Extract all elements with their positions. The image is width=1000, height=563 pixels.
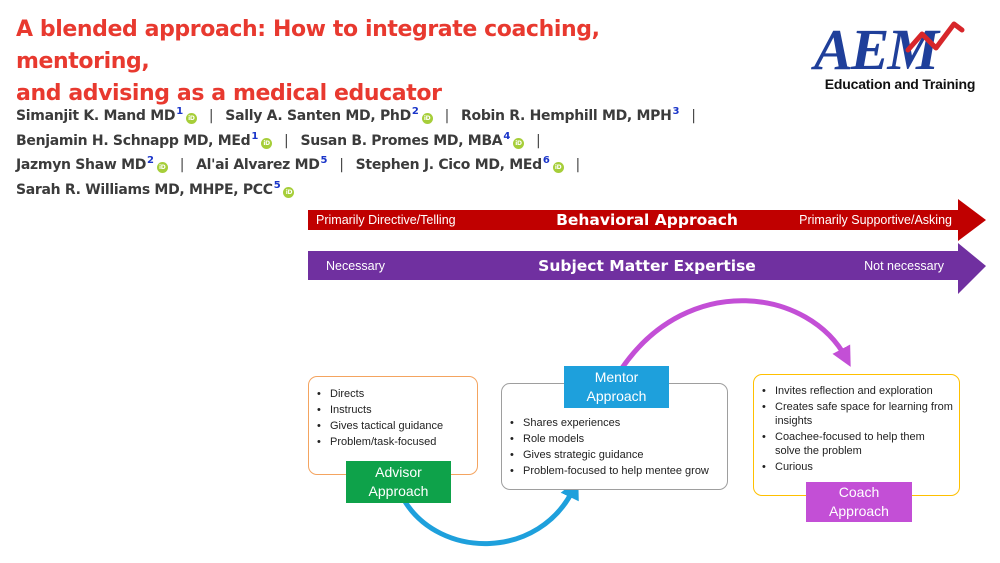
author-name: Simanjit K. Mand MD1iD: [16, 106, 197, 124]
author-line: Simanjit K. Mand MD1iD|Sally A. Santen M…: [16, 100, 776, 125]
author-name: Robin R. Hemphill MD, MPH3: [461, 106, 680, 124]
affiliation-number: 4: [503, 130, 511, 142]
orcid-icon[interactable]: iD: [261, 137, 273, 149]
author-name: Sally A. Santen MD, PhD2iD: [225, 106, 433, 124]
aem-logo-swoosh: [905, 21, 965, 53]
list-item: Instructs: [317, 403, 477, 417]
advisor-label-line-1: Advisor: [375, 464, 422, 480]
affiliation-number: 6: [542, 155, 550, 166]
affiliation-number: 1: [251, 130, 259, 142]
aem-logo-mark-icon: AEM: [811, 17, 965, 76]
orcid-icon[interactable]: iD: [552, 162, 564, 173]
author-name-text: Susan B. Promes MD, MBA: [300, 132, 503, 149]
author-separator: |: [284, 132, 289, 149]
aem-logo: AEM Education and Training: [810, 16, 982, 96]
expertise-arrow-shape: [308, 243, 986, 294]
author-separator: |: [208, 108, 214, 124]
title-line-2: and advising as a medical educator: [16, 81, 442, 106]
advisor-label-line-2: Approach: [368, 483, 429, 499]
mentor-to-coach-arrow: [619, 298, 851, 370]
list-item: Directs: [317, 387, 477, 401]
mentor-label-line-2: Approach: [586, 388, 647, 404]
author-line: Jazmyn Shaw MD2iD|Al'ai Alvarez MD5|Step…: [16, 149, 776, 174]
author-name: Sarah R. Williams MD, MHPE, PCC5iD: [16, 179, 295, 198]
author-name-text: Simanjit K. Mand MD: [16, 108, 176, 124]
expertise-title: Subject Matter Expertise: [538, 257, 756, 275]
affiliation-number: 5: [273, 179, 281, 191]
author-name: Benjamin H. Schnapp MD, MEd1iD: [16, 130, 273, 149]
coach-card: Invites reflection and explorationCreate…: [753, 374, 960, 496]
author-name: Stephen J. Cico MD, MEd6iD: [355, 155, 564, 173]
author-name-text: Benjamin H. Schnapp MD, MEd: [16, 132, 251, 149]
list-item: Problem-focused to help mentee grow: [510, 464, 727, 478]
author-line: Benjamin H. Schnapp MD, MEd1iD|Susan B. …: [16, 125, 776, 150]
affiliation-number: 3: [672, 106, 680, 117]
mentor-list: Shares experiencesRole modelsGives strat…: [510, 416, 727, 478]
logo-subtitle: Education and Training: [824, 76, 976, 92]
behavioral-arrow-shape: [308, 199, 986, 241]
advisor-list: DirectsInstructsGives tactical guidanceP…: [317, 387, 477, 449]
orcid-icon[interactable]: iD: [513, 137, 525, 149]
author-name-text: Sally A. Santen MD, PhD: [225, 108, 411, 124]
expertise-right-label: Not necessary: [864, 259, 944, 273]
mentor-approach-label: Mentor Approach: [564, 366, 669, 408]
author-name-text: Robin R. Hemphill MD, MPH: [461, 108, 672, 124]
advisor-approach-label: Advisor Approach: [346, 461, 451, 503]
mentor-label-line-1: Mentor: [594, 369, 639, 385]
advisor-card: DirectsInstructsGives tactical guidanceP…: [308, 376, 478, 475]
orcid-icon[interactable]: iD: [156, 162, 168, 173]
author-list: Simanjit K. Mand MD1iD|Sally A. Santen M…: [16, 100, 776, 198]
behavioral-approach-arrow: Primarily Directive/Telling Behavioral A…: [308, 199, 986, 241]
coach-approach-label: Coach Approach: [806, 482, 912, 522]
list-item: Gives strategic guidance: [510, 448, 727, 462]
list-item: Curious: [762, 460, 953, 474]
author-separator: |: [444, 108, 450, 124]
behavioral-right-label: Primarily Supportive/Asking: [799, 213, 952, 227]
author-separator: |: [536, 132, 541, 149]
list-item: Problem/task-focused: [317, 435, 477, 449]
orcid-icon[interactable]: iD: [283, 186, 295, 198]
coach-label-line-1: Coach: [838, 484, 880, 500]
coach-label-line-2: Approach: [829, 503, 889, 519]
author-name-text: Sarah R. Williams MD, MHPE, PCC: [16, 181, 273, 198]
author-name: Susan B. Promes MD, MBA4iD: [300, 130, 525, 149]
orcid-icon[interactable]: iD: [185, 113, 197, 124]
affiliation-number: 2: [411, 106, 419, 117]
list-item: Shares experiences: [510, 416, 727, 430]
expertise-arrow: Necessary Subject Matter Expertise Not n…: [308, 243, 986, 294]
author-name: Jazmyn Shaw MD2iD: [16, 155, 168, 173]
list-item: Gives tactical guidance: [317, 419, 477, 433]
author-name: Al'ai Alvarez MD5: [196, 155, 328, 173]
author-separator: |: [575, 157, 581, 173]
page-title: A blended approach: How to integrate coa…: [16, 14, 736, 110]
author-separator: |: [339, 157, 344, 173]
expertise-left-label: Necessary: [326, 259, 386, 273]
author-name-text: Stephen J. Cico MD, MEd: [355, 157, 543, 173]
aem-logo-letters: AEM: [811, 17, 941, 76]
author-name-text: Jazmyn Shaw MD: [16, 157, 147, 173]
title-line-1: A blended approach: How to integrate coa…: [16, 17, 600, 74]
orcid-icon[interactable]: iD: [421, 113, 433, 124]
advisor-to-mentor-arrow: [401, 478, 579, 546]
behavioral-title: Behavioral Approach: [556, 211, 738, 229]
affiliation-number: 1: [176, 106, 183, 117]
affiliation-number: 5: [320, 155, 328, 166]
coach-list: Invites reflection and explorationCreate…: [762, 384, 953, 474]
author-separator: |: [179, 157, 185, 173]
behavioral-left-label: Primarily Directive/Telling: [316, 213, 456, 227]
list-item: Role models: [510, 432, 727, 446]
affiliation-number: 2: [147, 155, 154, 166]
author-name-text: Al'ai Alvarez MD: [196, 157, 320, 173]
author-separator: |: [691, 108, 696, 124]
list-item: Invites reflection and exploration: [762, 384, 953, 398]
list-item: Coachee-focused to help them solve the p…: [762, 430, 953, 458]
author-line: Sarah R. Williams MD, MHPE, PCC5iD: [16, 174, 776, 199]
list-item: Creates safe space for learning from ins…: [762, 400, 953, 428]
